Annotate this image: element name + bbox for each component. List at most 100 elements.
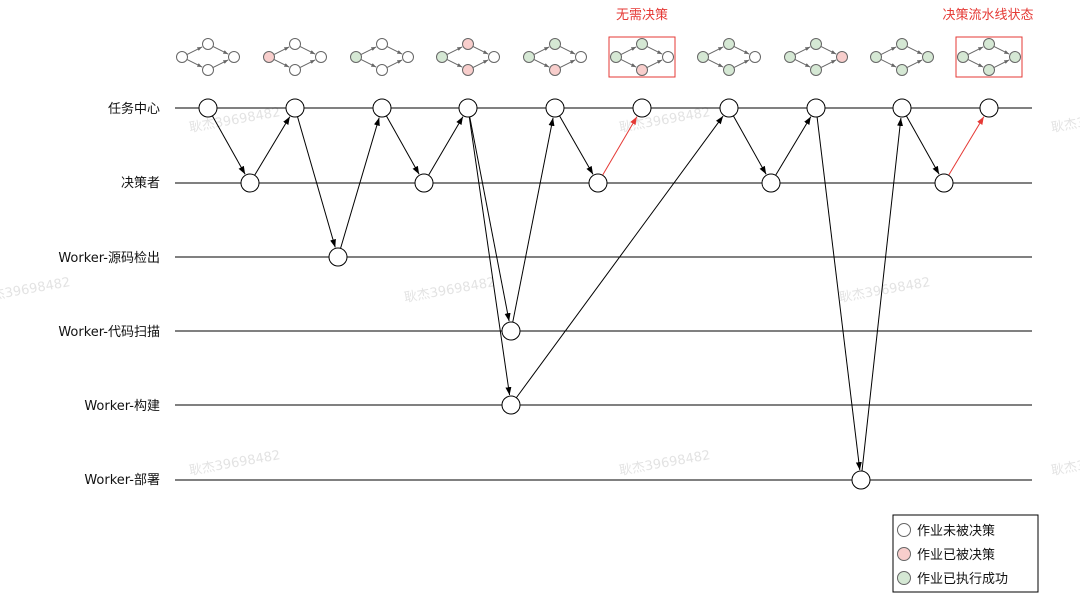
- thumbnail-job-node: [202, 64, 214, 76]
- thumbnail-edge: [993, 59, 1010, 68]
- thumbnail-edge: [559, 59, 576, 68]
- thumbnail-highlight-frame: [955, 36, 1023, 78]
- message-arrow: [297, 116, 336, 248]
- thumbnail-edge: [360, 59, 377, 68]
- thumbnail-job-node: [176, 51, 188, 63]
- thumbnail-job-node: [228, 51, 240, 63]
- event-node-center: [372, 98, 392, 118]
- legend-swatch-green: [897, 571, 911, 585]
- thumbnail-job-node: [376, 64, 388, 76]
- thumbnail-edge: [880, 46, 897, 55]
- message-arrow: [428, 116, 464, 176]
- lane-label-center: 任务中心: [108, 101, 160, 117]
- thumbnail-edge: [386, 46, 403, 55]
- thumbnail-edge: [906, 46, 923, 55]
- message-arrow: [559, 115, 594, 175]
- thumbnail-job-node: [488, 51, 500, 63]
- pipeline-state-thumbnail: [523, 38, 587, 76]
- event-node-center: [198, 98, 218, 118]
- thumbnail-edge: [212, 46, 229, 55]
- thumbnail-job-node: [350, 51, 362, 63]
- note-no-decision: 无需决策: [616, 7, 668, 23]
- thumbnail-job-node: [836, 51, 848, 63]
- legend: 作业未被决策 作业已被决策 作业已执行成功: [892, 514, 1039, 593]
- thumbnail-job-node: [636, 64, 648, 76]
- thumbnail-edge: [620, 59, 637, 68]
- thumbnail-edge: [794, 46, 811, 55]
- thumbnail-edge: [533, 59, 550, 68]
- thumbnail-job-node: [289, 38, 301, 50]
- thumbnail-job-node: [462, 38, 474, 50]
- thumbnail-edge: [472, 59, 489, 68]
- event-node-center: [719, 98, 739, 118]
- legend-label-green: 作业已执行成功: [917, 572, 1008, 587]
- thumbnail-job-node: [462, 64, 474, 76]
- thumbnail-job-node: [523, 51, 535, 63]
- thumbnail-job-node: [957, 51, 969, 63]
- thumbnail-edge: [820, 46, 837, 55]
- lane-label-scan: Worker-代码扫描: [58, 325, 160, 340]
- thumbnail-job-node: [202, 38, 214, 50]
- event-node-center: [979, 98, 999, 118]
- thumbnail-edge: [707, 59, 724, 68]
- thumbnail-edge: [472, 46, 489, 55]
- thumbnail-edge: [993, 46, 1010, 55]
- message-arrow: [385, 115, 420, 175]
- thumbnail-job-node: [810, 64, 822, 76]
- lane-labels: 任务中心 决策者 Worker-源码检出 Worker-代码扫描 Worker-…: [58, 101, 160, 488]
- note-decide-pipeline-status: 决策流水线状态: [942, 7, 1033, 23]
- thumbnail-edge: [386, 59, 403, 68]
- event-node-scan: [501, 321, 521, 341]
- event-node-center: [806, 98, 826, 118]
- thumbnail-job-node: [662, 51, 674, 63]
- thumbnail-job-node: [870, 51, 882, 63]
- event-node-center: [285, 98, 305, 118]
- lane-label-deploy: Worker-部署: [84, 473, 160, 488]
- pipeline-state-thumbnail: [176, 38, 240, 76]
- watermark-text: 耿杰39698482: [0, 275, 71, 306]
- legend-swatch-red: [897, 547, 911, 561]
- event-node-decider: [761, 173, 781, 193]
- watermark-text: 耿杰39698482: [1050, 448, 1080, 479]
- event-node-center: [632, 98, 652, 118]
- message-arrow: [816, 116, 862, 471]
- thumbnail-edge: [646, 46, 663, 55]
- message-arrow: [948, 116, 985, 176]
- thumbnail-edge: [186, 59, 203, 68]
- thumbnail-edge: [646, 59, 663, 68]
- lane-label-source: Worker-源码检出: [58, 251, 160, 266]
- thumbnail-highlight-frame: [608, 36, 676, 78]
- thumbnail-edge: [906, 59, 923, 68]
- thumbnail-edge: [186, 46, 203, 55]
- thumbnail-job-node: [983, 38, 995, 50]
- thumbnail-job-node: [896, 38, 908, 50]
- watermark-text: 耿杰39698482: [838, 275, 931, 306]
- legend-label-red: 作业已被决策: [917, 547, 995, 563]
- thumbnail-edge: [794, 59, 811, 68]
- watermark-text: 耿杰39698482: [403, 275, 496, 306]
- thumbnail-edge: [620, 46, 637, 55]
- message-arrow: [775, 116, 812, 176]
- thumbnail-job-node: [549, 64, 561, 76]
- pipeline-state-thumbnail: [436, 38, 500, 76]
- thumbnail-job-node: [723, 38, 735, 50]
- thumbnail-job-node: [636, 38, 648, 50]
- thumbnail-job-node: [749, 51, 761, 63]
- legend-swatch-none: [897, 523, 911, 537]
- legend-box: [892, 514, 1039, 593]
- thumbnail-job-node: [263, 51, 275, 63]
- pipeline-state-thumbnail: [608, 36, 676, 78]
- thumbnail-edge: [299, 46, 316, 55]
- message-arrow: [468, 116, 512, 396]
- thumbnail-job-node: [723, 64, 735, 76]
- thumbnail-job-node: [289, 64, 301, 76]
- message-arrow: [905, 115, 940, 175]
- thumbnail-job-node: [810, 38, 822, 50]
- watermark-text: 耿杰39698482: [618, 105, 711, 136]
- thumbnail-job-node: [436, 51, 448, 63]
- message-arrow: [732, 115, 767, 175]
- event-node-build: [501, 395, 521, 415]
- watermark-text: 耿杰39698482: [1050, 105, 1080, 136]
- pipeline-state-thumbnail: [263, 38, 327, 76]
